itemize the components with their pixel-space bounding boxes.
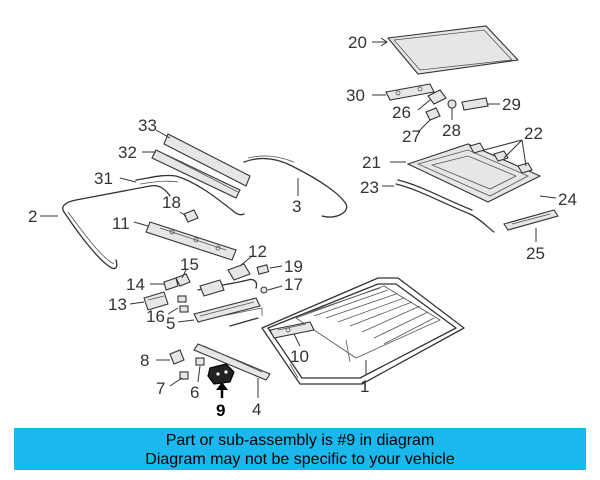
motor-13-part[interactable] xyxy=(143,291,169,311)
clip-8-part[interactable] xyxy=(169,349,185,365)
callout-4: 4 xyxy=(252,400,261,419)
clip-19-part[interactable] xyxy=(256,264,270,275)
guide-5-part[interactable] xyxy=(193,297,261,323)
callout-3: 3 xyxy=(292,197,301,216)
nut-28-part[interactable] xyxy=(447,99,457,109)
rail-11-part[interactable] xyxy=(145,221,237,261)
callout-5: 5 xyxy=(166,314,175,333)
callout-13: 13 xyxy=(108,295,127,314)
leader-27 xyxy=(417,119,431,133)
leader-5 xyxy=(177,319,195,323)
cable-mechanism-part[interactable] xyxy=(197,278,258,297)
callout-21: 21 xyxy=(362,153,381,172)
parts-diagram: 20 30 26 29 27 28 22 21 23 24 25 33 32 3… xyxy=(28,25,577,420)
callout-30: 30 xyxy=(346,86,365,105)
callout-28: 28 xyxy=(442,121,461,140)
leader-20-arrow xyxy=(380,37,388,47)
clips-16-part[interactable] xyxy=(177,295,189,313)
callout-12: 12 xyxy=(248,242,267,261)
leader-18 xyxy=(179,211,187,217)
clip-26-part[interactable] xyxy=(427,89,447,105)
leader-10 xyxy=(293,333,301,347)
callout-29: 29 xyxy=(502,95,521,114)
leader-9-arrowhead xyxy=(216,382,228,390)
frame-21-part[interactable] xyxy=(406,143,542,203)
callout-17: 17 xyxy=(284,275,303,294)
leader-33 xyxy=(155,129,171,139)
vehicle-fit-notice-banner: Part or sub-assembly is #9 in diagram Di… xyxy=(14,428,586,470)
banner-line-disclaimer: Diagram may not be specific to your vehi… xyxy=(145,451,455,468)
leader-22b xyxy=(503,139,523,159)
seal-32-part[interactable] xyxy=(151,149,241,199)
callout-27: 27 xyxy=(402,127,421,146)
callout-8: 8 xyxy=(140,351,149,370)
callout-10: 10 xyxy=(290,347,309,366)
callout-22: 22 xyxy=(524,124,543,143)
highlighted-part-9[interactable] xyxy=(207,363,235,385)
callout-2: 2 xyxy=(28,207,37,226)
glass-panel-part[interactable] xyxy=(386,25,520,75)
frame-31-part[interactable] xyxy=(135,174,245,216)
leader-7 xyxy=(169,377,183,387)
rail-25-part[interactable] xyxy=(503,209,559,231)
callout-23: 23 xyxy=(360,178,379,197)
clip-7-part[interactable] xyxy=(179,371,189,380)
seal-2-part[interactable] xyxy=(62,184,171,270)
callout-6: 6 xyxy=(190,383,199,402)
seal-3-part[interactable] xyxy=(243,155,348,218)
callout-18: 18 xyxy=(162,193,181,212)
leader-15 xyxy=(181,269,187,279)
screw-17-part[interactable] xyxy=(260,286,268,294)
callout-9-highlighted: 9 xyxy=(216,401,225,420)
callout-7: 7 xyxy=(156,379,165,398)
leader-19 xyxy=(269,265,283,269)
deflector-33-part[interactable] xyxy=(163,133,251,187)
callout-16: 16 xyxy=(146,307,165,326)
leader-13 xyxy=(129,301,145,305)
drain-23-part[interactable] xyxy=(395,179,495,233)
mechanism-10-part[interactable] xyxy=(269,321,315,339)
bracket-14-part[interactable] xyxy=(163,277,179,291)
leader-11 xyxy=(133,221,149,227)
callout-26: 26 xyxy=(392,103,411,122)
clip-6-part[interactable] xyxy=(195,357,205,366)
clips-22-part[interactable] xyxy=(469,142,533,174)
bracket-29-part[interactable] xyxy=(461,97,489,111)
leader-12 xyxy=(239,255,253,267)
clip-18-part[interactable] xyxy=(183,209,199,223)
leader-24 xyxy=(539,195,557,199)
callout-24: 24 xyxy=(558,190,577,209)
callout-14: 14 xyxy=(126,275,145,294)
leader-22c xyxy=(521,139,527,167)
leader-26 xyxy=(417,99,431,111)
banner-line-part-number: Part or sub-assembly is #9 in diagram xyxy=(165,432,435,449)
clip-27-part[interactable] xyxy=(425,107,441,121)
housing-1-part[interactable] xyxy=(221,277,465,385)
sash-4-part[interactable] xyxy=(193,343,271,381)
leader-17 xyxy=(267,285,283,291)
callout-33: 33 xyxy=(138,116,157,135)
leader-22a xyxy=(483,139,523,151)
guide-15-part[interactable] xyxy=(175,273,191,287)
callout-1: 1 xyxy=(360,377,369,396)
callout-32: 32 xyxy=(118,143,137,162)
callout-25: 25 xyxy=(526,244,545,263)
callout-20: 20 xyxy=(348,33,367,52)
callout-15: 15 xyxy=(180,255,199,274)
callout-31: 31 xyxy=(94,169,113,188)
leader-16 xyxy=(167,307,179,315)
callout-11: 11 xyxy=(112,214,130,233)
leader-31 xyxy=(119,177,137,183)
callout-19: 19 xyxy=(284,257,303,276)
bracket-12-part[interactable] xyxy=(227,263,251,281)
leader-6 xyxy=(197,365,201,383)
bracket-30-part[interactable] xyxy=(385,83,435,101)
